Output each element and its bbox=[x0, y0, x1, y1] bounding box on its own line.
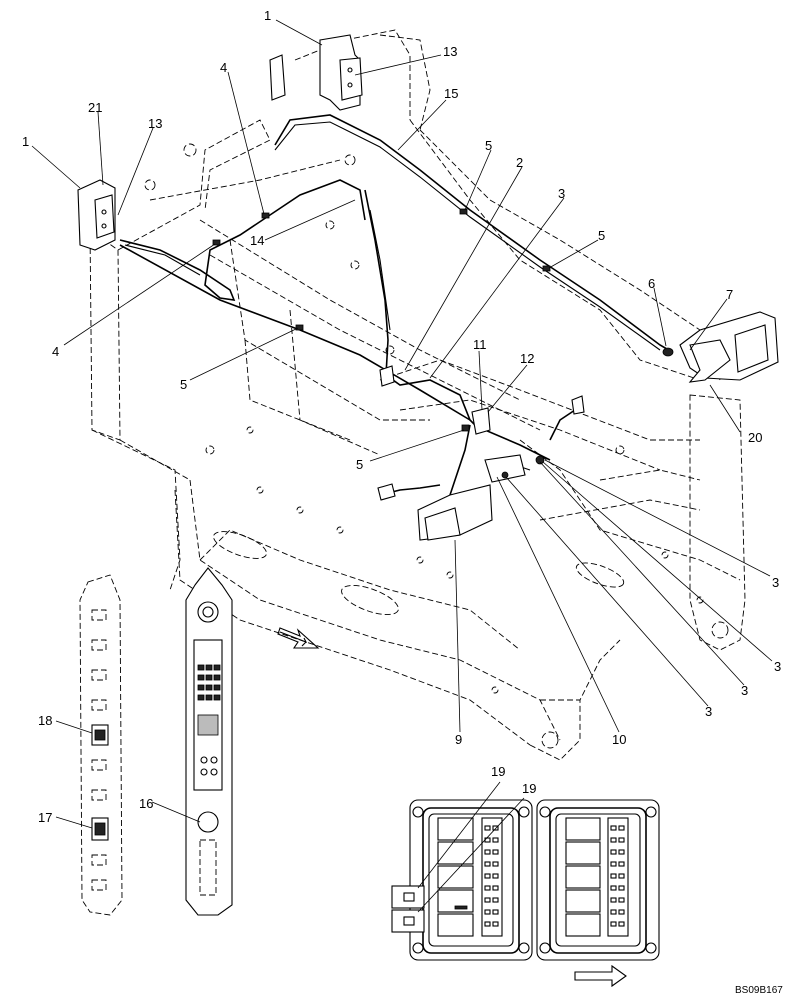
fuse-row-right bbox=[610, 825, 625, 927]
callout-1-left: 1 bbox=[22, 134, 29, 149]
leader-lines bbox=[31, 19, 773, 913]
grommet-6 bbox=[662, 347, 674, 357]
fuse-row-left bbox=[484, 825, 499, 927]
relay-19a bbox=[391, 885, 425, 909]
pigtail-plug bbox=[377, 483, 396, 501]
clip-5c bbox=[295, 324, 304, 331]
harness-plug bbox=[269, 54, 286, 101]
fuse-boxes bbox=[391, 799, 660, 988]
console-panels bbox=[79, 567, 233, 916]
console-right bbox=[185, 567, 233, 916]
connector-3a bbox=[535, 455, 545, 465]
callout-15: 15 bbox=[444, 86, 458, 101]
clip-4a bbox=[261, 212, 270, 219]
clip-5d bbox=[461, 424, 470, 432]
direction-arrow-lower bbox=[574, 964, 627, 988]
lamp-bracket-20 bbox=[688, 339, 731, 383]
callout-4-left: 4 bbox=[52, 344, 59, 359]
callout-5-center: 5 bbox=[356, 457, 363, 472]
loader-frame bbox=[89, 29, 746, 761]
callout-5-left: 5 bbox=[180, 377, 187, 392]
callout-21: 21 bbox=[88, 100, 102, 115]
callout-14: 14 bbox=[250, 233, 264, 248]
callout-7: 7 bbox=[726, 287, 733, 302]
callout-2: 2 bbox=[516, 155, 523, 170]
callout-12: 12 bbox=[520, 351, 534, 366]
callout-16: 16 bbox=[139, 796, 153, 811]
connector-3b bbox=[501, 471, 509, 479]
callout-3-a: 3 bbox=[772, 575, 779, 590]
callout-19-a: 19 bbox=[491, 764, 505, 779]
callout-3-c: 3 bbox=[741, 683, 748, 698]
button-grid bbox=[197, 664, 221, 701]
callout-11: 11 bbox=[473, 337, 487, 352]
callout-6: 6 bbox=[648, 276, 655, 291]
callout-10: 10 bbox=[612, 732, 626, 747]
parts bbox=[77, 34, 779, 541]
clip-5a bbox=[459, 208, 468, 215]
callout-3-d: 3 bbox=[705, 704, 712, 719]
callout-20: 20 bbox=[748, 430, 762, 445]
direction-arrow bbox=[279, 631, 308, 647]
callout-13-left: 13 bbox=[148, 116, 162, 131]
callout-5-upper: 5 bbox=[485, 138, 492, 153]
clip-4b bbox=[212, 239, 221, 246]
clip-5b bbox=[542, 265, 551, 272]
console-left bbox=[79, 574, 123, 916]
callout-19-b: 19 bbox=[522, 781, 536, 796]
lamp-bracket-10 bbox=[484, 454, 526, 483]
callout-1-top: 1 bbox=[264, 8, 271, 23]
connector-3c bbox=[571, 395, 585, 415]
callout-13-top: 13 bbox=[443, 44, 457, 59]
key-switch-16 bbox=[197, 811, 219, 833]
callout-3-upper: 3 bbox=[558, 186, 565, 201]
callout-17: 17 bbox=[38, 810, 52, 825]
callout-3-b: 3 bbox=[774, 659, 781, 674]
callout-18: 18 bbox=[38, 713, 52, 728]
connector-11 bbox=[471, 407, 491, 435]
wire-harness bbox=[119, 114, 673, 496]
callout-4-top: 4 bbox=[220, 60, 227, 75]
callout-labels: 1 13 15 4 21 13 1 5 2 3 5 14 6 7 4 11 12… bbox=[22, 8, 781, 825]
drawing-code: BS09B167 bbox=[735, 985, 783, 996]
connector-2 bbox=[379, 365, 395, 387]
callout-5-right: 5 bbox=[598, 228, 605, 243]
relay-19b bbox=[391, 909, 425, 933]
callout-9: 9 bbox=[455, 732, 462, 747]
